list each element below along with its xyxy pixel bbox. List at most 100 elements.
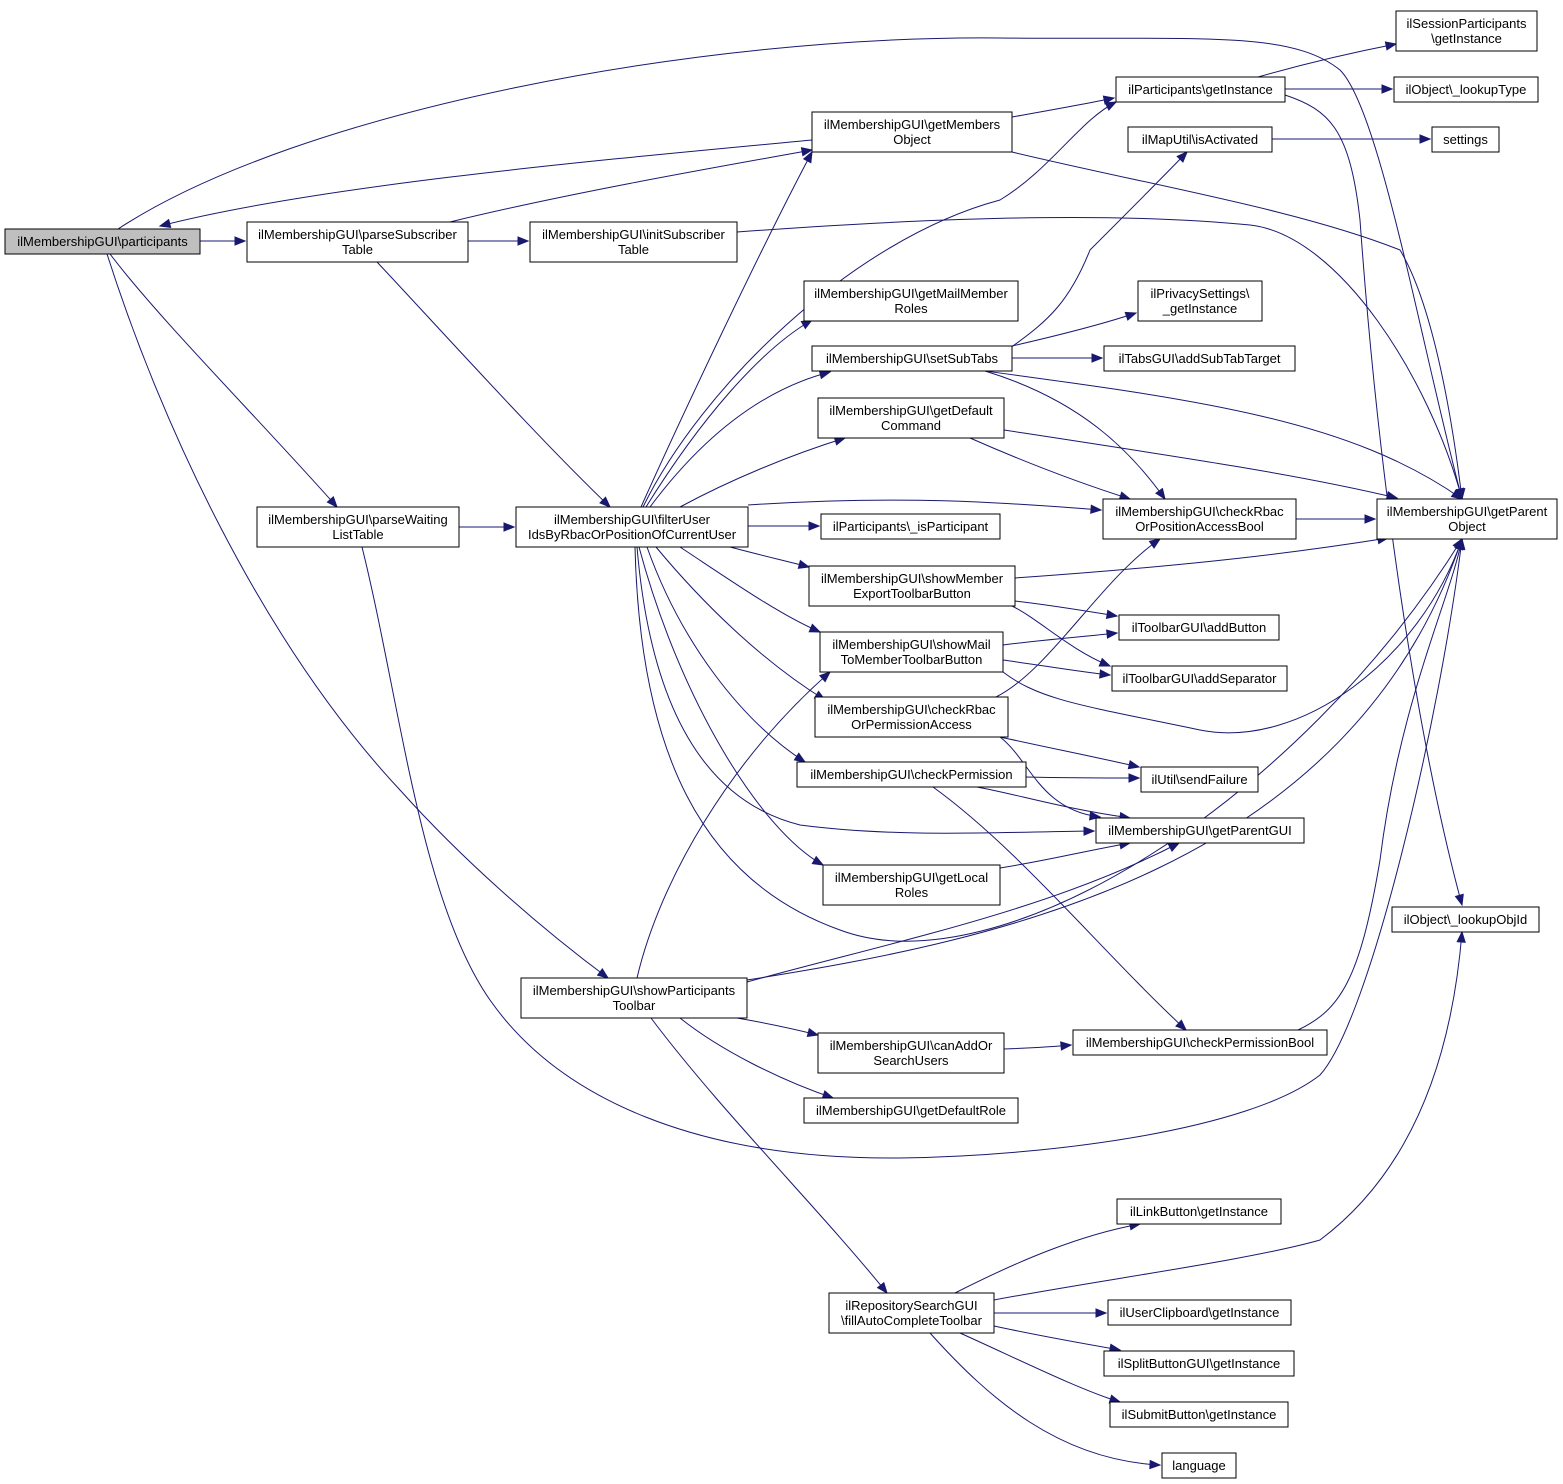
node-lookup-type[interactable]: ilObject\_lookupType	[1393, 76, 1539, 103]
node-box[interactable]	[1431, 126, 1500, 153]
node-box[interactable]	[808, 565, 1016, 607]
node-label: ilObject\_lookupObjId	[1404, 912, 1528, 927]
node-box[interactable]	[520, 977, 748, 1019]
edge-line	[109, 253, 338, 508]
node-box[interactable]	[529, 221, 738, 263]
call-edge	[1025, 773, 1141, 783]
node-box[interactable]	[256, 506, 460, 548]
node-box[interactable]	[1102, 498, 1297, 540]
node-box[interactable]	[796, 761, 1027, 788]
call-edge	[1257, 41, 1398, 78]
node-label: ilMembershipGUI\showParticipants	[533, 983, 736, 998]
node-add-sub-tab-target[interactable]: ilTabsGUI\addSubTabTarget	[1103, 345, 1296, 372]
node-privacy-settings[interactable]: ilPrivacySettings\_getInstance	[1137, 280, 1263, 322]
node-add-separator[interactable]: ilToolbarGUI\addSeparator	[1111, 665, 1288, 692]
node-get-parent-g-u-i[interactable]: ilMembershipGUI\getParentGUI	[1095, 817, 1305, 844]
edge-line	[1014, 537, 1389, 579]
call-edge	[993, 930, 1466, 1301]
node-box[interactable]	[1116, 1198, 1282, 1225]
node-box[interactable]	[811, 111, 1013, 153]
arrowhead-icon	[1105, 609, 1119, 619]
node-box[interactable]	[811, 345, 1013, 372]
node-send-failure[interactable]: ilUtil\sendFailure	[1140, 766, 1259, 793]
node-box[interactable]	[803, 280, 1019, 322]
node-label: ListTable	[332, 527, 383, 542]
node-show-mail-to-member[interactable]: ilMembershipGUI\showMailToMemberToolbarB…	[819, 631, 1004, 673]
node-box[interactable]	[1115, 76, 1286, 103]
edge-line	[929, 1332, 1161, 1466]
node-box[interactable]	[1140, 766, 1259, 793]
node-box[interactable]	[1072, 1029, 1328, 1056]
node-box[interactable]	[814, 696, 1009, 738]
edge-line	[1297, 538, 1463, 1031]
node-split-button[interactable]: ilSplitButtonGUI\getInstance	[1103, 1350, 1295, 1377]
node-check-permission-bool[interactable]: ilMembershipGUI\checkPermissionBool	[1072, 1029, 1328, 1056]
node-box[interactable]	[4, 228, 201, 255]
node-box[interactable]	[1391, 906, 1540, 933]
node-show-member-export[interactable]: ilMembershipGUI\showMemberExportToolbarB…	[808, 565, 1016, 607]
call-edge	[993, 1325, 1122, 1353]
node-box[interactable]	[1393, 76, 1539, 103]
edge-line	[1284, 94, 1463, 906]
node-link-button[interactable]: ilLinkButton\getInstance	[1116, 1198, 1282, 1225]
edge-line	[736, 216, 1463, 500]
node-check-rbac-or-permission-access[interactable]: ilMembershipGUI\checkRbacOrPermissionAcc…	[814, 696, 1009, 738]
node-box[interactable]	[1095, 817, 1305, 844]
node-user-clipboard[interactable]: ilUserClipboard\getInstance	[1107, 1299, 1292, 1326]
edge-line	[729, 546, 810, 568]
node-lookup-obj-id[interactable]: ilObject\_lookupObjId	[1391, 906, 1540, 933]
node-is-participant[interactable]: ilParticipants\_isParticipant	[820, 513, 1001, 540]
node-map-util-is-activated[interactable]: ilMapUtil\isActivated	[1127, 126, 1273, 153]
edge-line	[932, 786, 1187, 1031]
node-label: Object	[1448, 519, 1486, 534]
node-label: ilMembershipGUI\checkRbac	[1115, 504, 1284, 519]
node-box[interactable]	[1103, 1350, 1295, 1377]
node-filter-user[interactable]: ilMembershipGUI\filterUserIdsByRbacOrPos…	[515, 506, 749, 548]
node-box[interactable]	[1127, 126, 1273, 153]
node-box[interactable]	[822, 864, 1001, 906]
node-box[interactable]	[828, 1292, 995, 1334]
node-box[interactable]	[1376, 498, 1558, 540]
arrowhead-icon	[818, 370, 832, 380]
arrowhead-icon	[1167, 842, 1181, 853]
node-box[interactable]	[1103, 345, 1296, 372]
node-box[interactable]	[1107, 1299, 1292, 1326]
node-participants[interactable]: ilMembershipGUI\participants	[4, 228, 201, 255]
call-edge	[747, 499, 1103, 514]
node-box[interactable]	[817, 397, 1005, 439]
edge-line	[1002, 632, 1118, 646]
node-settings[interactable]: settings	[1431, 126, 1500, 153]
node-check-rbac-or-position-access-bool[interactable]: ilMembershipGUI\checkRbacOrPositionAcces…	[1102, 498, 1297, 540]
node-submit-button[interactable]: ilSubmitButton\getInstance	[1109, 1401, 1289, 1428]
node-box[interactable]	[1395, 10, 1538, 52]
node-set-sub-tabs[interactable]: ilMembershipGUI\setSubTabs	[811, 345, 1013, 372]
node-box[interactable]	[1111, 665, 1288, 692]
node-box[interactable]	[820, 513, 1001, 540]
node-box[interactable]	[1118, 614, 1280, 641]
node-participants-get-instance[interactable]: ilParticipants\getInstance	[1115, 76, 1286, 103]
node-box[interactable]	[1137, 280, 1263, 322]
node-box[interactable]	[246, 221, 469, 263]
node-box[interactable]	[1161, 1452, 1237, 1479]
node-language[interactable]: language	[1161, 1452, 1237, 1479]
node-get-default-role[interactable]: ilMembershipGUI\getDefaultRole	[803, 1097, 1019, 1124]
node-session-participants[interactable]: ilSessionParticipants\getInstance	[1395, 10, 1538, 52]
node-box[interactable]	[515, 506, 749, 548]
node-add-button[interactable]: ilToolbarGUI\addButton	[1118, 614, 1280, 641]
node-check-permission[interactable]: ilMembershipGUI\checkPermission	[796, 761, 1027, 788]
node-box[interactable]	[819, 631, 1004, 673]
node-box[interactable]	[803, 1097, 1019, 1124]
node-box[interactable]	[1109, 1401, 1289, 1428]
node-box[interactable]	[817, 1032, 1005, 1074]
node-fill-auto-complete-toolbar[interactable]: ilRepositorySearchGUI\fillAutoCompleteTo…	[828, 1292, 995, 1334]
